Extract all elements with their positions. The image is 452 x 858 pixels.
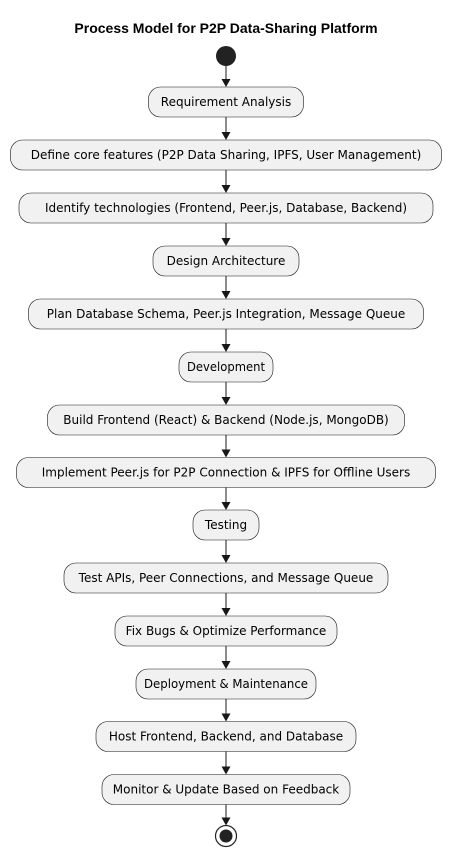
activity-design-architecture: Design Architecture	[152, 245, 300, 277]
start-node	[216, 46, 236, 66]
edge-arrow	[221, 593, 231, 616]
edge-arrow	[221, 804, 231, 826]
activity-label: Development	[187, 360, 265, 374]
activity-label: Host Frontend, Backend, and Database	[109, 730, 343, 744]
edge-arrow	[221, 382, 231, 405]
edge-arrow	[221, 435, 231, 458]
activity-label: Identify technologies (Frontend, Peer.js…	[45, 201, 407, 215]
activity-label: Plan Database Schema, Peer.js Integratio…	[47, 307, 406, 321]
activity-development: Development	[178, 351, 274, 383]
activity-testing: Testing	[192, 509, 260, 541]
edge-arrow	[221, 223, 231, 246]
end-node	[214, 824, 238, 848]
activity-fix-bugs: Fix Bugs & Optimize Performance	[114, 615, 338, 647]
edge-arrow	[221, 751, 231, 775]
activity-requirement-analysis: Requirement Analysis	[148, 86, 304, 118]
activity-label: Build Frontend (React) & Backend (Node.j…	[63, 413, 388, 427]
activity-label: Test APIs, Peer Connections, and Message…	[78, 571, 374, 585]
activity-host-services: Host Frontend, Backend, and Database	[95, 721, 357, 752]
edge-arrow	[221, 276, 231, 299]
activity-label: Requirement Analysis	[161, 95, 291, 109]
activity-label: Fix Bugs & Optimize Performance	[126, 624, 327, 638]
activity-identify-technologies: Identify technologies (Frontend, Peer.js…	[18, 192, 434, 224]
edge-arrow	[221, 540, 231, 563]
activity-implement-peerjs: Implement Peer.js for P2P Connection & I…	[16, 457, 436, 488]
activity-label: Implement Peer.js for P2P Connection & I…	[42, 466, 411, 480]
activity-plan-database-schema: Plan Database Schema, Peer.js Integratio…	[28, 298, 424, 330]
activity-define-core-features: Define core features (P2P Data Sharing, …	[10, 139, 442, 171]
edge-arrow	[221, 646, 231, 669]
activity-label: Design Architecture	[167, 254, 286, 268]
edge-arrow	[221, 699, 231, 722]
activity-build-frontend-backend: Build Frontend (React) & Backend (Node.j…	[47, 404, 405, 436]
activity-deployment-maintenance: Deployment & Maintenance	[135, 668, 317, 700]
diagram-title: Process Model for P2P Data-Sharing Platf…	[74, 20, 377, 36]
activity-label: Testing	[204, 518, 247, 532]
edge-arrow	[221, 66, 231, 87]
activity-label: Monitor & Update Based on Feedback	[113, 783, 339, 797]
activity-test-apis: Test APIs, Peer Connections, and Message…	[63, 562, 389, 594]
edge-arrow	[221, 117, 231, 140]
activity-label: Define core features (P2P Data Sharing, …	[31, 148, 422, 162]
edge-arrow	[221, 329, 231, 352]
edge-arrow	[221, 170, 231, 193]
edge-arrow	[221, 487, 231, 510]
activity-label: Deployment & Maintenance	[144, 677, 308, 691]
activity-monitor-update: Monitor & Update Based on Feedback	[101, 774, 351, 805]
